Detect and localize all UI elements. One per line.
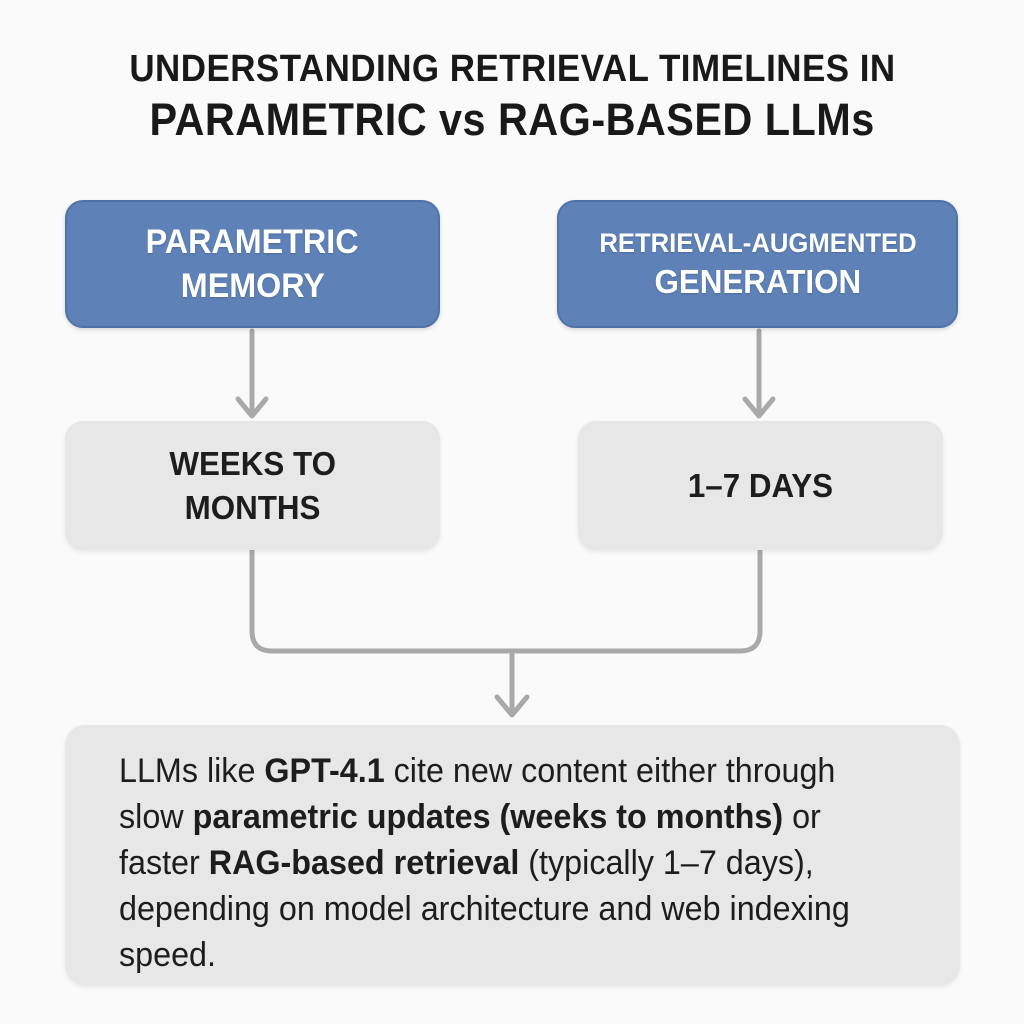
one-to-seven-days-box: 1–7 DAYS: [578, 421, 943, 550]
merge-down-arrow-head-icon: [494, 694, 530, 718]
rag-label-line-2: GENERATION: [654, 263, 861, 300]
page-title: UNDERSTANDING RETRIEVAL TIMELINES IN PAR…: [0, 44, 1024, 146]
rag-down-arrow-head-icon: [742, 396, 776, 419]
weeks-to-months-label-line-2: MONTHS: [184, 488, 321, 526]
title-line-1: UNDERSTANDING RETRIEVAL TIMELINES IN: [0, 44, 1024, 94]
title-line-1-text: UNDERSTANDING RETRIEVAL TIMELINES IN: [128, 48, 896, 90]
weeks-to-months-box: WEEKS TO MONTHS: [65, 421, 440, 550]
title-line-2: PARAMETRIC vs RAG-BASED LLMs: [0, 94, 1024, 146]
weeks-to-months-label-line-1: WEEKS TO: [169, 444, 336, 482]
retrieval-augmented-generation-box: RETRIEVAL-AUGMENTED GENERATION: [557, 200, 958, 328]
summary-box: LLMs like GPT-4.1 cite new content eithe…: [65, 725, 960, 985]
parametric-down-arrow-head-icon: [235, 396, 269, 419]
parametric-memory-label-line-2: MEMORY: [180, 267, 325, 305]
one-to-seven-days-label: 1–7 DAYS: [687, 466, 834, 504]
title-line-2-text: PARAMETRIC vs RAG-BASED LLMs: [149, 94, 875, 145]
parametric-memory-box: PARAMETRIC MEMORY: [65, 200, 440, 328]
rag-label-line-1: RETRIEVAL-AUGMENTED: [598, 228, 917, 258]
parametric-memory-label-line-1: PARAMETRIC: [146, 223, 359, 261]
summary-text: LLMs like GPT-4.1 cite new content eithe…: [119, 752, 850, 974]
merge-connector: [249, 548, 763, 654]
